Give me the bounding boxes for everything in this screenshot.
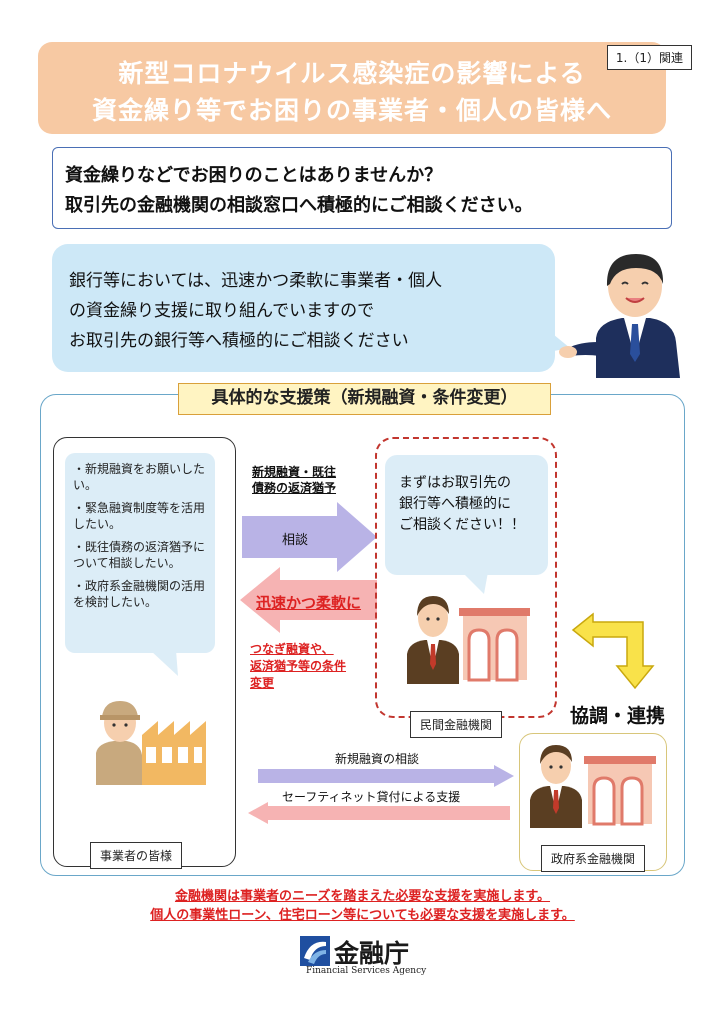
private-bank-label: 民間金融機関 <box>410 711 503 738</box>
bank-message-line-1: 銀行等においては、迅速かつ柔軟に事業者・個人 <box>69 271 443 291</box>
footer-notes: 金融機関は事業者のニーズを踏まえた必要な支援を実施します。 個人の事業性ローン、… <box>0 887 725 925</box>
gov-bank-label: 政府系金融機関 <box>541 845 646 872</box>
fsa-logo-name: 金融庁 <box>334 939 410 968</box>
bank-message-line-2: の資金繰り支援に取り組んでいますので <box>69 301 375 321</box>
private-banker-illustration <box>407 596 530 684</box>
need-item: ・緊急融資制度等を活用したい。 <box>73 501 206 531</box>
customer-needs-bubble: ・新規融資をお願いしたい。 ・緊急融資制度等を活用したい。 ・既往債務の返済猶予… <box>65 453 215 653</box>
question-box: 資金繰りなどでお困りのことはありませんか？ 取引先の金融機関の相談窓口へ積極的に… <box>52 147 672 229</box>
cooperation-label: 協調・連携 <box>570 705 666 727</box>
top-caption-line-1: 新規融資・既往 <box>252 465 337 479</box>
question-line-2: 取引先の金融機関の相談窓口へ積極的にご相談ください。 <box>65 195 533 216</box>
bridge-line-1: つなぎ融資や、 <box>250 642 334 656</box>
cooperation-arrow <box>571 612 655 690</box>
private-bubble-line-2: 銀行等へ積極的に <box>399 496 511 512</box>
title-line-2: 資金繰り等でお困りの事業者・個人の皆様へ <box>91 96 612 125</box>
private-bubble-tail <box>462 572 488 594</box>
bank-message-line-3: お取引先の銀行等へ積極的にご相談ください <box>69 331 409 351</box>
fsa-logo: 金融庁 Financial Services Agency <box>300 934 430 980</box>
fsa-emblem-icon <box>300 936 330 966</box>
gov-banker-illustration <box>530 745 656 828</box>
new-loan-consult-label: 新規融資の相談 <box>335 752 420 766</box>
question-line-1: 資金繰りなどでお困りのことはありませんか？ <box>65 165 443 186</box>
new-loan-arrow <box>258 765 514 787</box>
footer-note-2: 個人の事業性ローン、住宅ローン等についても必要な支援を実施します。 <box>150 908 575 923</box>
needs-bubble-tail <box>150 650 178 676</box>
consult-arrow <box>242 502 377 572</box>
swift-response-arrow <box>240 567 377 633</box>
reference-tag: 1.（1）関連 <box>606 45 692 70</box>
safety-net-label: セーフティネット貸付による支援 <box>282 790 461 804</box>
swift-label: 迅速かつ柔軟に <box>256 594 362 612</box>
bank-message-bubble: 銀行等においては、迅速かつ柔軟に事業者・個人 の資金繰り支援に取り組んでいますの… <box>52 244 555 372</box>
bridge-line-2: 返済猶予等の条件 <box>250 659 347 673</box>
top-caption-line-2: 債務の返済猶予 <box>252 481 337 495</box>
customers-label: 事業者の皆様 <box>90 842 183 869</box>
need-item: ・新規融資をお願いしたい。 <box>73 462 206 492</box>
panel-heading: 具体的な支援策（新規融資・条件変更） <box>178 383 551 415</box>
title-banner: 新型コロナウイルス感染症の影響による 資金繰り等でお困りの事業者・個人の皆様へ <box>38 42 666 134</box>
bridge-loan-caption: つなぎ融資や、 返済猶予等の条件 変更 <box>250 641 346 692</box>
consult-label: 相談 <box>282 533 309 548</box>
footer-note-1: 金融機関は事業者のニーズを踏まえた必要な支援を実施します。 <box>174 889 551 904</box>
bridge-line-3: 変更 <box>250 676 275 690</box>
need-item: ・政府系金融機関の活用を検討したい。 <box>73 579 206 609</box>
businessman-illustration <box>559 254 680 378</box>
safety-net-arrow <box>248 802 510 824</box>
fsa-logo-english: Financial Services Agency <box>306 966 427 976</box>
title-line-1: 新型コロナウイルス感染症の影響による <box>118 59 586 88</box>
top-arrow-caption: 新規融資・既往 債務の返済猶予 <box>252 464 336 496</box>
need-item: ・既往債務の返済猶予について相談したい。 <box>73 540 206 570</box>
private-bubble-line-3: ご相談ください！！ <box>399 517 525 533</box>
private-bubble-line-1: まずはお取引先の <box>399 475 511 491</box>
worker-factory-illustration <box>96 701 206 785</box>
private-bank-bubble: まずはお取引先の 銀行等へ積極的に ご相談ください！！ <box>385 455 548 575</box>
